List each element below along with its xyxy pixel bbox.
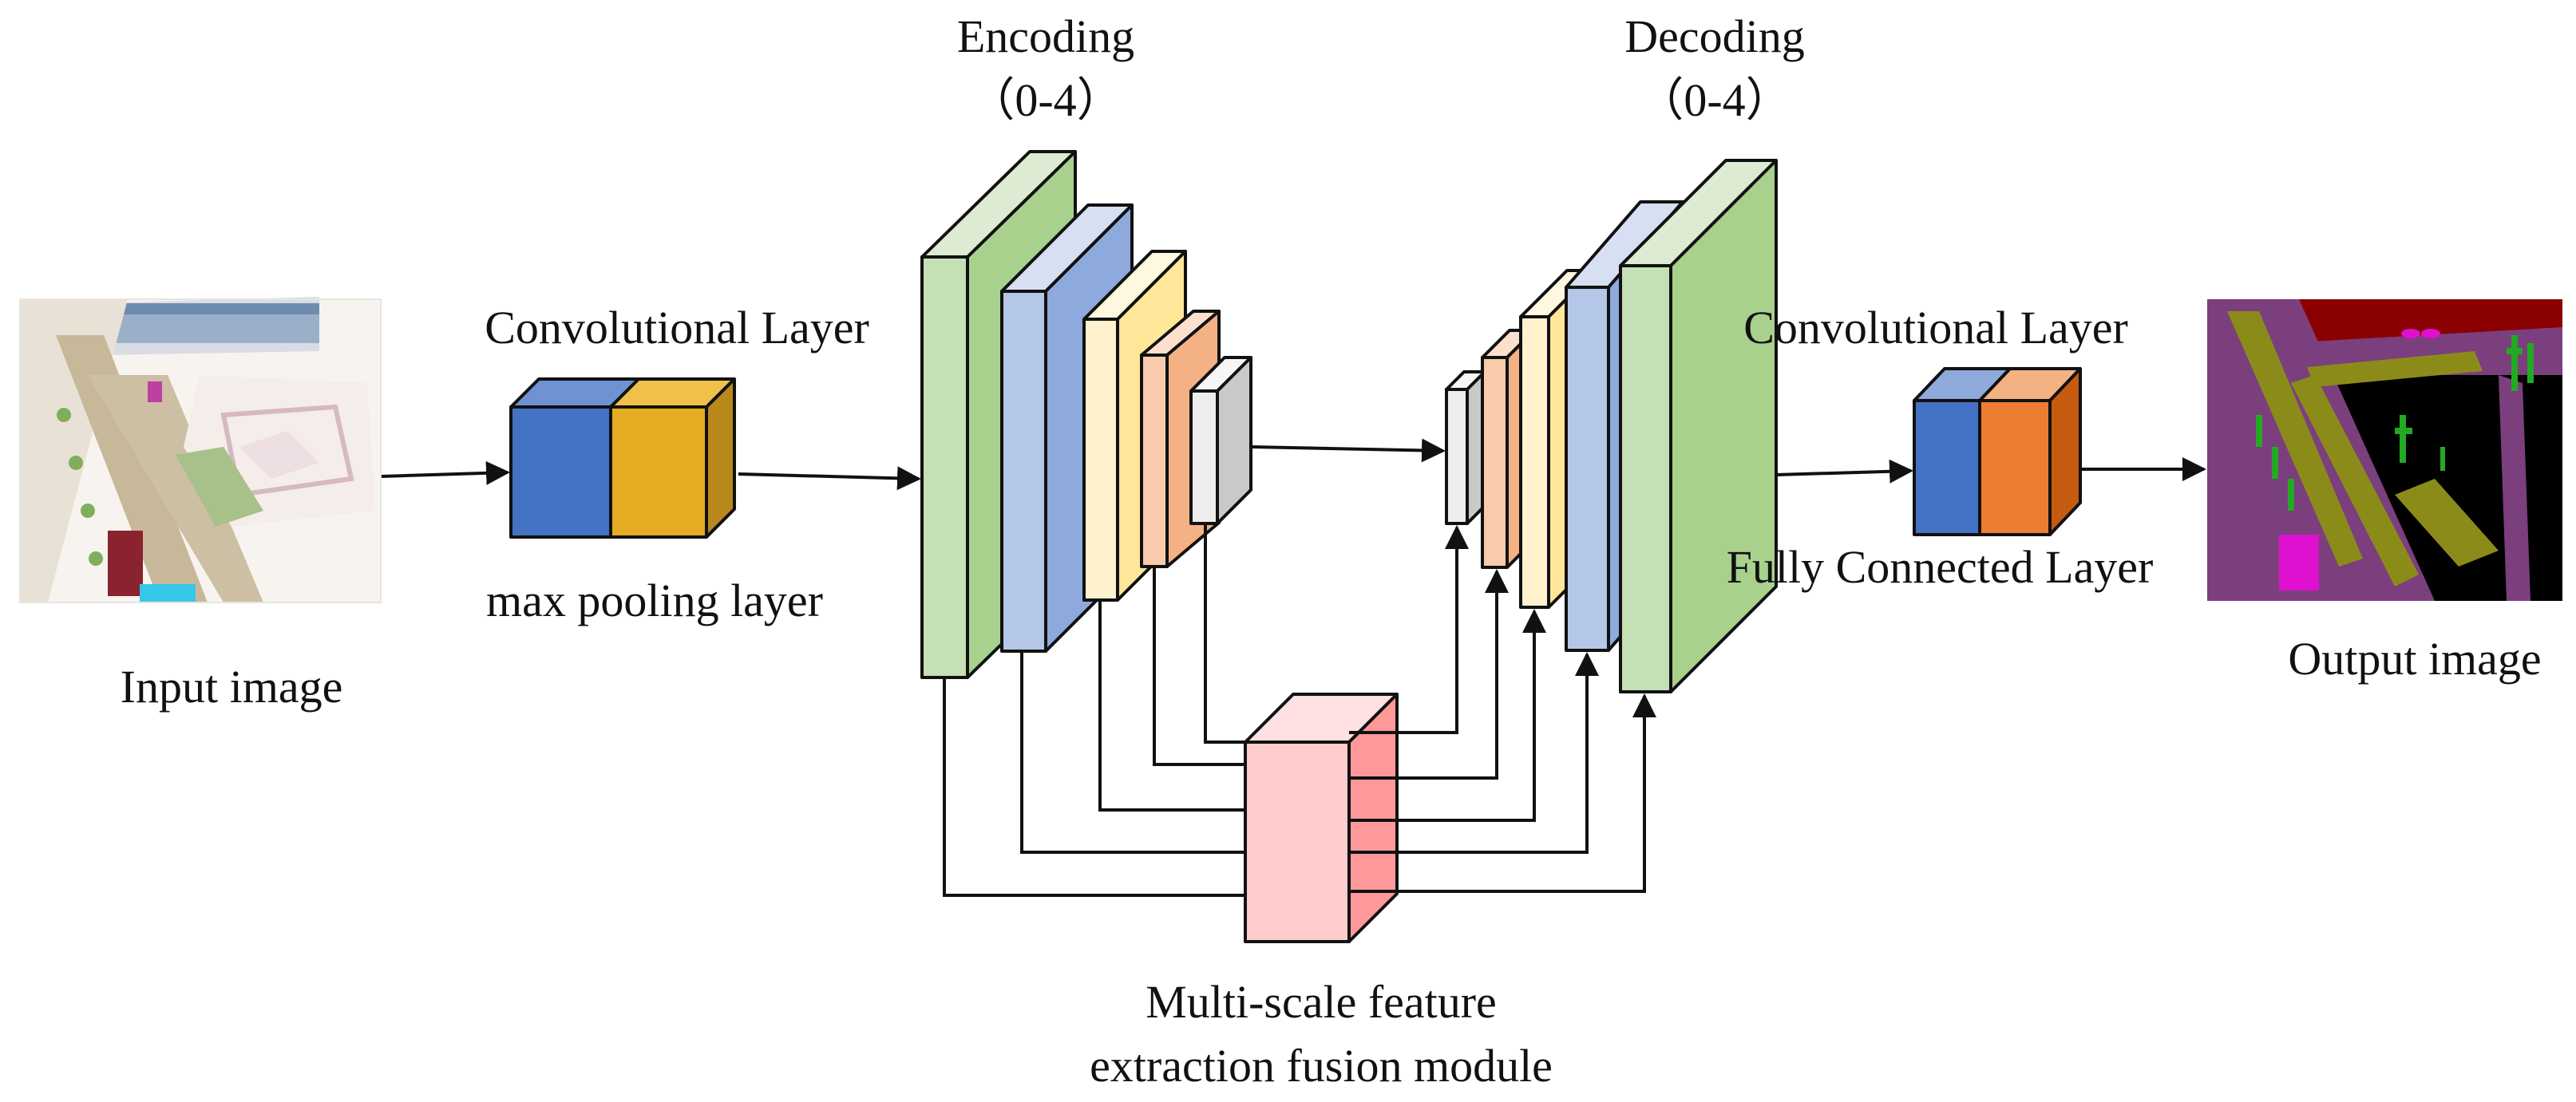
input-image-label: Input image (121, 661, 343, 713)
conv-left-side (705, 377, 736, 539)
conv-layer-right-label: Convolutional Layer (1743, 302, 2128, 354)
fusion-label-line2: extraction fusion module (1090, 1040, 1553, 1092)
output-image (2207, 299, 2562, 601)
input-image (19, 297, 382, 603)
arrow-conv-to-encoder (738, 466, 921, 491)
fully-connected-label: Fully Connected Layer (1727, 541, 2154, 593)
encoding-range: （0-4） (968, 74, 1122, 126)
conv-layer-left-label: Convolutional Layer (485, 302, 869, 354)
fusion-module (1244, 693, 1399, 943)
arrow-input-to-conv (381, 460, 510, 485)
conv-block-right (1913, 367, 2082, 536)
encoder-block-4 (1189, 356, 1252, 525)
max-pooling-label: max pooling layer (486, 575, 823, 626)
decoder-block-4 (1619, 159, 1778, 693)
arrow-decoder-to-conv (1775, 459, 1913, 484)
encoding-title: Encoding (957, 10, 1134, 62)
output-image-label: Output image (2288, 633, 2541, 685)
encoder-stack (920, 150, 1252, 679)
skip-connections (943, 523, 1656, 897)
fusion-label-line1: Multi-scale feature (1146, 976, 1497, 1028)
conv-left-blue-front (509, 405, 612, 539)
decoding-range: （0-4） (1637, 74, 1791, 126)
decoding-title: Decoding (1624, 10, 1805, 62)
decoder-block-0 (1445, 370, 1486, 525)
labels: Encoding （0-4） Decoding （0-4） Convolutio… (121, 10, 2542, 1092)
conv-block-left (509, 377, 736, 539)
conv-left-yellow-front (609, 405, 708, 539)
arrow-bottleneck (1251, 438, 1446, 463)
decoder-stack (1445, 159, 1778, 693)
flow-arrows (381, 438, 2206, 491)
